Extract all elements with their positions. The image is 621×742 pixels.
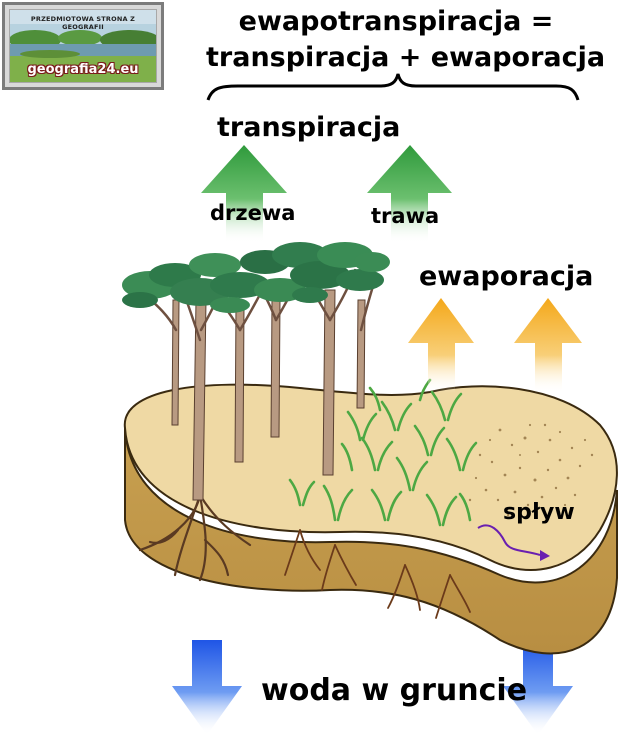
grass-roots xyxy=(284,529,471,619)
title-line-1: ewapotranspiracja = xyxy=(238,6,554,37)
grass-blades xyxy=(288,378,478,527)
logo-photo: PRZEDMIOTOWA STRONA Z GEOGRAFII geografi… xyxy=(9,9,157,83)
runoff-arrow xyxy=(477,524,550,561)
soil-block-side xyxy=(124,427,618,655)
transpiration-arrow-trees xyxy=(201,145,287,243)
groundwater-label: woda w gruncie xyxy=(261,673,528,708)
sand-texture xyxy=(468,423,594,517)
site-logo[interactable]: PRZEDMIOTOWA STRONA Z GEOGRAFII geografi… xyxy=(2,2,164,90)
tree-foliage xyxy=(122,242,390,313)
grass-label: trawa xyxy=(371,204,440,228)
trees-label: drzewa xyxy=(210,201,296,225)
tree-roots xyxy=(138,493,252,582)
runoff-label: spływ xyxy=(503,500,575,525)
transpiration-label: transpiracja xyxy=(217,112,401,143)
transpiration-arrow-grass xyxy=(367,145,452,243)
evaporation-arrow-left xyxy=(408,298,474,393)
groundwater-arrow-left xyxy=(172,640,242,735)
diagram-title: ewapotranspiracja = transpiracja + ewapo… xyxy=(206,4,606,76)
logo-top-text: PRZEDMIOTOWA STRONA Z GEOGRAFII xyxy=(30,15,136,31)
soil-block-top xyxy=(123,383,618,571)
groundwater-arrow-right xyxy=(503,640,573,735)
logo-site-name: geografia24.eu xyxy=(27,62,139,77)
curly-brace xyxy=(206,73,580,101)
evaporation-label: ewaporacja xyxy=(419,261,594,292)
evaporation-arrow-right xyxy=(514,298,582,393)
title-line-2: transpiracja + ewaporacja xyxy=(206,42,606,73)
logo-landscape xyxy=(10,10,156,82)
